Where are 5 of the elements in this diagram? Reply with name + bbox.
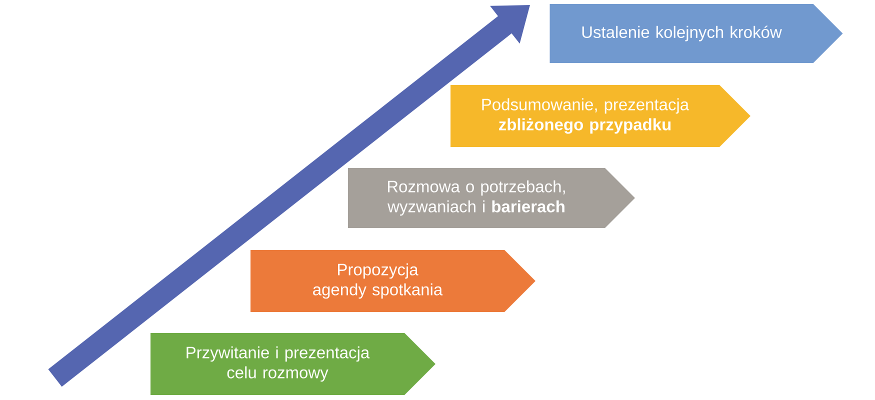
chevron-box: Ustalenie kolejnych kroków xyxy=(550,4,843,63)
chevron-box: Podsumowanie, prezentacja zbliżonego przypadku xyxy=(450,85,750,147)
chevron-box: Przywitanie i prezentacja celu rozmowy xyxy=(150,333,436,395)
chevron-box: Rozmowa o potrzebach, wyzwaniach i barierach xyxy=(348,168,635,228)
chevron-box: Propozycja agendy spotkania xyxy=(250,250,536,312)
